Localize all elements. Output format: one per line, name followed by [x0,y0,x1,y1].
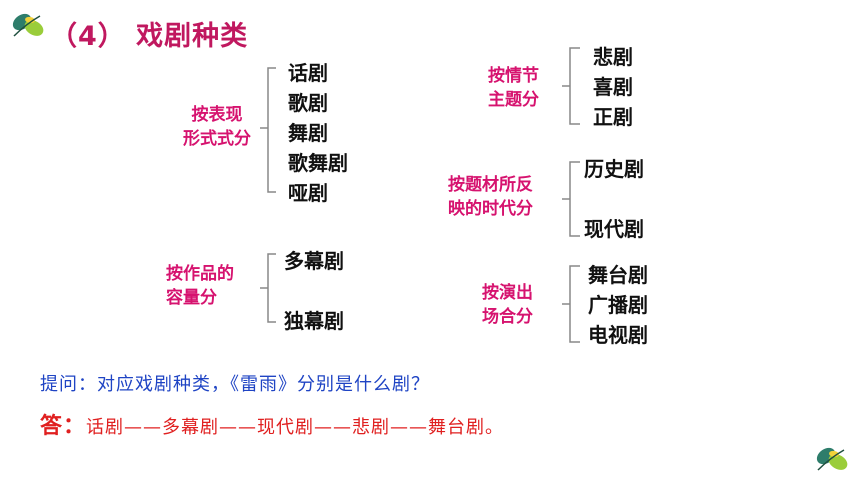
leaf-icon [12,13,44,37]
answer-body: 话剧——多幕剧——现代剧——悲剧——舞台剧。 [86,417,505,438]
list-item: 悲剧 [593,45,633,69]
list-item: 广播剧 [588,293,648,317]
category-venue-line1: 按演出 [482,283,533,303]
list-item: 喜剧 [593,75,633,99]
category-era-line2: 映的时代分 [448,199,533,219]
list-item: 独幕剧 [284,309,344,333]
category-form-line2: 形式式分 [183,129,251,149]
list-item: 歌舞剧 [288,151,348,175]
list-item: 历史剧 [584,157,644,181]
category-plot-items: 悲剧 喜剧 正剧 [593,42,633,132]
category-venue-label: 按演出 场合分 [482,281,533,329]
category-plot-label: 按情节 主题分 [488,64,539,112]
brace-era [562,161,580,237]
brace-form [260,67,276,193]
page-title: （4） 戏剧种类 [50,21,249,52]
category-form-line1: 按表现 [191,105,243,125]
category-form-items: 话剧 歌剧 舞剧 歌舞剧 哑剧 [288,58,348,208]
category-form-label: 按表现 形式式分 [183,103,251,151]
answer-text: 答：话剧——多幕剧——现代剧——悲剧——舞台剧。 [40,408,504,440]
list-item: 正剧 [593,105,633,129]
list-item: 话剧 [288,61,328,85]
list-item: 歌剧 [288,91,328,115]
list-item: 电视剧 [588,323,648,347]
list-item: 现代剧 [584,217,644,241]
category-plot-line1: 按情节 [488,66,539,86]
list-item: 舞台剧 [588,263,648,287]
leaf-icon [816,447,848,471]
answer-lead: 答： [40,414,87,439]
brace-venue [562,265,580,343]
question-text: 提问：对应戏剧种类，《雷雨》分别是什么剧？ [40,374,430,395]
category-capacity-line1: 按作品的 [166,264,234,284]
category-era-line1: 按题材所反 [448,175,533,195]
category-capacity-label: 按作品的 容量分 [166,262,234,310]
category-era-label: 按题材所反 映的时代分 [448,173,533,221]
brace-capacity [260,253,276,323]
list-item: 多幕剧 [284,249,344,273]
list-item: 舞剧 [288,121,328,145]
category-venue-items: 舞台剧 广播剧 电视剧 [588,260,648,350]
category-plot-line2: 主题分 [488,90,539,110]
category-venue-line2: 场合分 [482,307,533,327]
category-capacity-line2: 容量分 [166,288,217,308]
list-item: 哑剧 [288,181,328,205]
brace-plot [562,47,580,125]
